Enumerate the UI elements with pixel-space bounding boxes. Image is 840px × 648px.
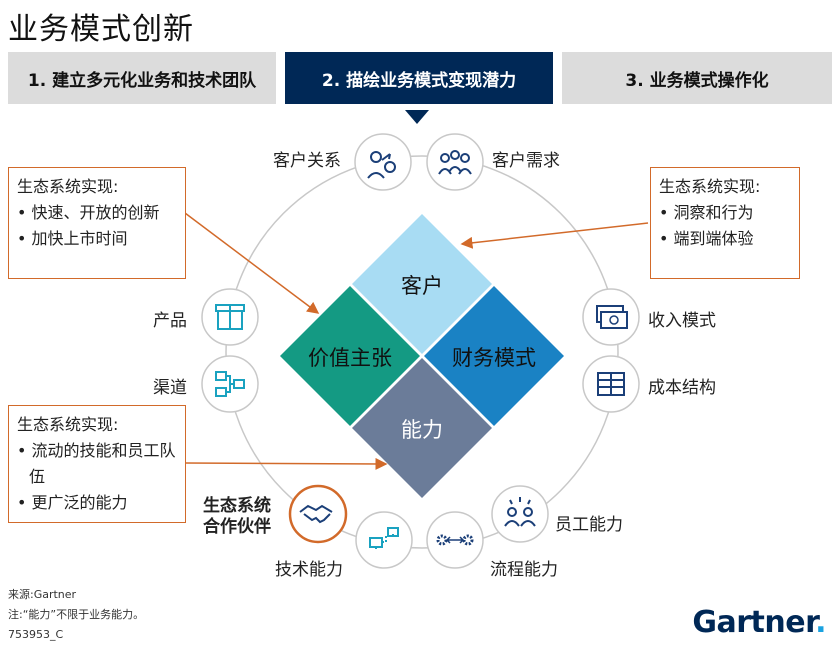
ring-label-eco-partner-1: 生态系统 bbox=[203, 496, 271, 516]
step-1: 1. 建立多元化业务和技术团队 bbox=[8, 52, 276, 104]
ring-label-staff: 员工能力 bbox=[555, 515, 623, 535]
step-pointer-arrow bbox=[405, 110, 429, 124]
eco-box-heading: 生态系统实现: bbox=[659, 177, 761, 196]
ring-label-revenue: 收入模式 bbox=[648, 311, 716, 331]
ring-label-eco-partner-2: 合作伙伴 bbox=[203, 517, 271, 537]
diamond-finance-label: 财务模式 bbox=[452, 346, 536, 370]
ring-label-tech: 技术能力 bbox=[275, 560, 343, 580]
eco-box-item: • 加快上市时间 bbox=[17, 229, 128, 248]
eco-box-heading: 生态系统实现: bbox=[17, 177, 119, 196]
ring-label-customer-relation: 客户关系 bbox=[273, 151, 341, 171]
diamond-finance bbox=[424, 286, 564, 426]
ring-label-customer-needs: 客户需求 bbox=[492, 151, 560, 171]
eco-box-left-top: 生态系统实现: • 快速、开放的创新 • 加快上市时间 bbox=[8, 167, 186, 279]
ring-label-process: 流程能力 bbox=[490, 560, 558, 580]
revenue-money-icon bbox=[582, 288, 640, 346]
connector-arrow-value bbox=[184, 212, 320, 314]
diamond-value bbox=[280, 286, 420, 426]
footer-id: 753953_C bbox=[8, 628, 64, 641]
eco-box-right-top: 生态系统实现: • 洞察和行为 • 端到端体验 bbox=[650, 167, 800, 279]
diamond-customer-label: 客户 bbox=[401, 274, 443, 298]
diamond-value-label: 价值主张 bbox=[308, 346, 392, 370]
handshake-icon bbox=[288, 484, 348, 544]
gartner-logo: Gartner. bbox=[692, 605, 826, 640]
outer-ring bbox=[225, 155, 619, 549]
connector-arrow-customer bbox=[460, 222, 649, 249]
step-3: 3. 业务模式操作化 bbox=[562, 52, 832, 104]
step-1-label: 1. 建立多元化业务和技术团队 bbox=[27, 70, 257, 91]
eco-box-heading: 生态系统实现: bbox=[17, 415, 119, 434]
process-gears-icon bbox=[426, 511, 484, 569]
logo-text: Gartner bbox=[692, 605, 816, 640]
ring-label-cost: 成本结构 bbox=[648, 378, 716, 398]
cost-structure-icon bbox=[582, 355, 640, 413]
tech-network-icon bbox=[355, 511, 413, 569]
eco-box-item: • 洞察和行为 bbox=[659, 203, 754, 222]
staff-people-icon bbox=[491, 485, 549, 543]
step-2-label: 2. 描绘业务模式变现潜力 bbox=[321, 70, 517, 91]
diamond-capability-label: 能力 bbox=[401, 418, 443, 442]
customer-needs-icon bbox=[426, 133, 484, 191]
ring-label-channel: 渠道 bbox=[153, 378, 187, 398]
step-2: 2. 描绘业务模式变现潜力 bbox=[285, 52, 553, 104]
eco-box-left-bottom: 生态系统实现: • 流动的技能和员工队伍 • 更广泛的能力 bbox=[8, 405, 186, 523]
page-title: 业务模式创新 bbox=[8, 12, 194, 47]
eco-box-item: • 更广泛的能力 bbox=[17, 493, 128, 512]
ring-label-product: 产品 bbox=[153, 311, 187, 331]
connector-arrow-capability bbox=[184, 457, 388, 470]
product-gift-icon bbox=[201, 288, 259, 346]
channel-flow-icon bbox=[201, 355, 259, 413]
diamond-customer bbox=[352, 214, 492, 354]
step-3-label: 3. 业务模式操作化 bbox=[625, 70, 769, 91]
footer-source: 来源:Gartner bbox=[8, 588, 77, 601]
eco-box-item: • 端到端体验 bbox=[659, 229, 754, 248]
eco-box-item: • 流动的技能和员工队伍 bbox=[17, 441, 176, 486]
customer-relation-icon bbox=[354, 133, 412, 191]
footer-note: 注:“能力”不限于业务能力。 bbox=[8, 608, 145, 621]
logo-dot: . bbox=[815, 605, 826, 640]
eco-box-item: • 快速、开放的创新 bbox=[17, 203, 160, 222]
